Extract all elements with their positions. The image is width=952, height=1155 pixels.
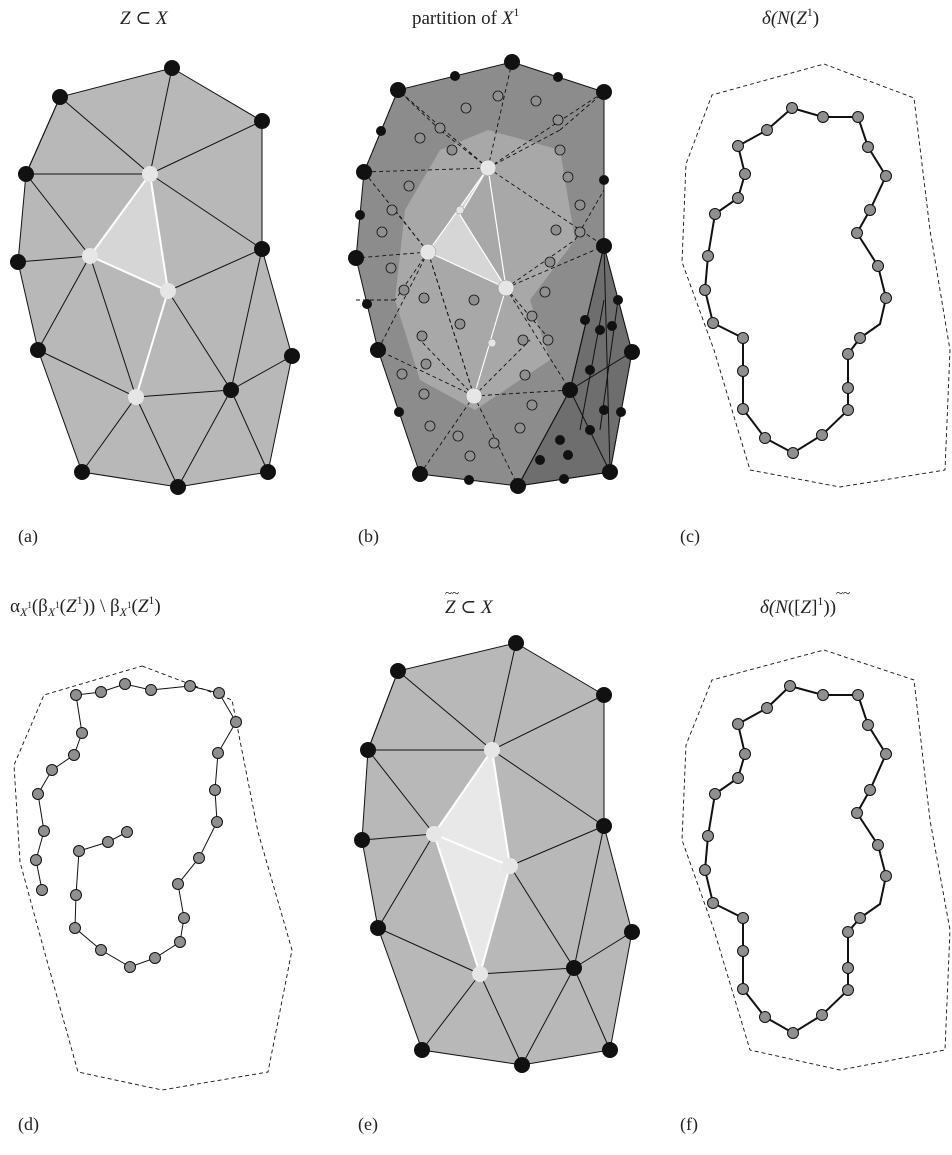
- panel-f-boundary: [681, 649, 951, 1071]
- panel-b-partition: [348, 54, 640, 494]
- panel-d-title-sup1: 1: [27, 600, 32, 610]
- panel-d-outer-outline: [13, 665, 293, 1091]
- panel-d-title: αX1(βX1(Z1)) \ βX1(Z1): [10, 593, 161, 619]
- panel-e-label: (e): [358, 1114, 378, 1135]
- panel-d-label: (d): [18, 1114, 39, 1135]
- panel-b-title: partition of X1: [412, 5, 519, 29]
- panel-a-title: Z ⊂ X: [120, 8, 169, 29]
- panel-c-title-open: (: [790, 8, 796, 29]
- svg-text:Z ⊂ X: Z ⊂ X: [445, 597, 494, 618]
- panel-b-title-sup: 1: [513, 5, 519, 19]
- panel-e-white-edges: [433, 749, 511, 975]
- panel-e-title-tilde: ~~: [445, 585, 459, 600]
- panel-a-label: (a): [18, 526, 38, 547]
- panel-b-large-vertices: [348, 54, 640, 494]
- panel-a-light-vertices: [82, 166, 176, 405]
- panel-f-title-open: ([: [788, 597, 801, 618]
- panel-a-title-subset: ⊂: [131, 8, 156, 29]
- panel-d-title-z1: Z: [66, 596, 77, 617]
- panel-b-label: (b): [358, 526, 379, 547]
- panel-d-path: [13, 665, 293, 1091]
- panel-f-label: (f): [680, 1114, 698, 1135]
- panel-c-title-delta: δ(: [762, 8, 779, 29]
- panel-d-path-vertices: [30, 678, 242, 973]
- panel-c-title-close: ): [813, 8, 819, 29]
- panel-c-cycle: [703, 107, 888, 455]
- panel-e-highlight-quad: [434, 750, 510, 974]
- panel-e-triangulation: [354, 635, 640, 1073]
- panel-f-title-n: N: [774, 597, 789, 618]
- panel-b-gray-vertices: [376, 90, 586, 462]
- panel-f-title-z: Z: [801, 597, 812, 618]
- panel-d-title-x3: X: [119, 605, 128, 619]
- panel-a-title-x: X: [155, 8, 169, 29]
- panel-c-title-sup: 1: [807, 5, 813, 19]
- panel-d-title-alpha: α: [10, 596, 20, 617]
- panel-a-highlight-triangle: [90, 174, 168, 291]
- panel-a-vertices: [10, 60, 300, 495]
- panel-c-title: δ(N(Z1): [762, 5, 819, 29]
- panel-d-title-beta1: β: [38, 596, 48, 617]
- panel-d-title-sup4: 1: [127, 600, 132, 610]
- panel-e-title-subset: ⊂: [456, 597, 481, 618]
- panel-f-title-close2: )): [823, 597, 836, 618]
- panel-d-title-close2: ): [154, 596, 160, 617]
- panel-c-title-z: Z: [796, 8, 807, 29]
- panel-d-title-open3: (: [132, 596, 138, 617]
- panel-f-outer-outline: [681, 649, 951, 1071]
- panel-d-open-path: [35, 683, 237, 968]
- panel-f-title-delta: δ(: [760, 597, 777, 618]
- panel-f-title: δ(N([Z]1)) ~~: [760, 585, 850, 618]
- panel-e-title-x: X: [480, 597, 494, 618]
- panel-d-title-x1: X: [19, 605, 28, 619]
- panel-e-title-z: Z: [445, 597, 456, 618]
- panel-f-title-tilde: ~~: [836, 585, 850, 600]
- panel-d-title-open2: (: [60, 596, 66, 617]
- panel-b-title-text: partition of: [412, 8, 502, 29]
- panel-b-title-x: X: [501, 8, 515, 29]
- panel-a-triangulation: [10, 60, 300, 495]
- panel-e-title: Z ⊂ X ~~: [445, 585, 494, 618]
- panel-c-boundary: [681, 63, 951, 488]
- panel-d-title-sup2: 1: [55, 600, 60, 610]
- panel-e-light-vertices: [426, 742, 518, 982]
- panel-d-title-setminus: \: [95, 596, 110, 617]
- panel-d-title-open1: (: [32, 596, 38, 617]
- panel-a-white-edges: [89, 173, 169, 398]
- panel-f-cycle-vertices: [699, 680, 892, 1039]
- panel-a-edges: [17, 67, 293, 488]
- panel-c-title-n: N: [776, 8, 791, 29]
- panel-f-title-sup: 1: [817, 594, 823, 608]
- panel-b-small-black-vertices: [355, 71, 626, 485]
- panel-d-title-z2: Z: [138, 596, 149, 617]
- panel-a-title-z: Z: [120, 8, 131, 29]
- panel-f-title-close1: ]: [811, 597, 817, 618]
- svg-text:δ(N([Z]1)): δ(N([Z]1)): [760, 594, 836, 618]
- panel-d-title-x2: X: [47, 605, 56, 619]
- panel-d-title-sup3: 1: [77, 593, 83, 607]
- panel-d-title-sup5: 1: [148, 593, 154, 607]
- panel-c-cycle-vertices: [699, 102, 892, 459]
- panel-c-label: (c): [680, 526, 700, 547]
- panel-d-title-close1: )): [83, 596, 96, 617]
- panel-b-light-vertices: [419, 159, 515, 405]
- panel-c-outer-outline: [681, 63, 951, 488]
- panel-d-title-beta2: β: [110, 596, 120, 617]
- panel-e-edges: [361, 642, 633, 1066]
- panel-e-vertices: [354, 635, 640, 1073]
- panel-f-cycle: [703, 685, 888, 1035]
